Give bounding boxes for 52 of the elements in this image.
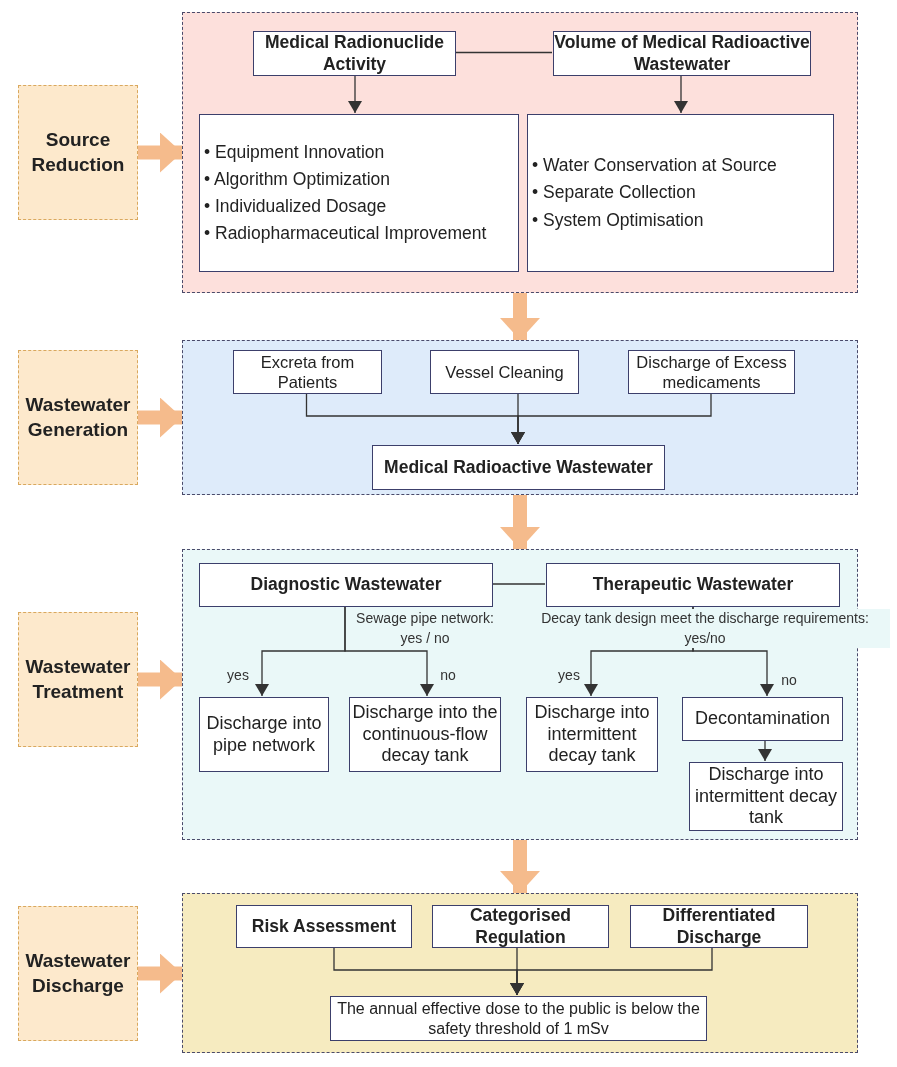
arrow — [758, 739, 772, 762]
arrow — [510, 946, 713, 996]
process-box: Decontamination — [682, 697, 843, 741]
bullet-item: • Radiopharmaceutical Improvement — [204, 222, 487, 246]
process-box: The annual effective dose to the public is below the safety threshold of 1 mSv — [330, 996, 707, 1041]
process-box: Discharge into the continuous-flow decay tank — [349, 697, 501, 772]
bullet-list-box — [199, 114, 519, 272]
process-box: Discharge into pipe network — [199, 697, 329, 772]
edge-label: yes — [558, 667, 580, 683]
block-arrow — [138, 659, 182, 700]
block-arrow — [500, 495, 540, 549]
connector-line — [454, 51, 553, 54]
process-box: Diagnostic Wastewater — [199, 563, 493, 607]
bullet-list-box — [527, 114, 834, 272]
arrow — [348, 74, 362, 114]
process-box: Excreta from Patients — [233, 350, 382, 394]
process-box: Differentiated Discharge — [630, 905, 808, 948]
process-box: Risk Assessment — [236, 905, 412, 948]
edge-label: no — [440, 667, 456, 683]
process-box: Volume of Medical Radioactive Wastewater — [553, 31, 811, 76]
process-box: Categorised Regulation — [432, 905, 609, 948]
block-arrow — [500, 293, 540, 340]
edge-label: no — [781, 672, 797, 688]
stage-panel — [182, 893, 858, 1053]
block-arrow — [138, 397, 182, 438]
stage-panel — [182, 340, 858, 495]
process-box: Vessel Cleaning — [430, 350, 579, 394]
stage-label-box: Source Reduction — [18, 85, 138, 220]
process-box: Discharge of Excess medicaments — [628, 350, 795, 394]
bullet-item: • Equipment Innovation — [204, 140, 386, 164]
block-arrow — [500, 840, 540, 893]
connector-line — [491, 583, 546, 585]
bullet-item: • Algorithm Optimization — [204, 167, 392, 191]
bullet-item: • System Optimisation — [532, 208, 705, 232]
bullet-item: • Individualized Dosage — [204, 195, 388, 218]
process-box: Therapeutic Wastewater — [546, 563, 840, 607]
block-arrow — [138, 953, 182, 994]
arrow — [344, 605, 434, 697]
arrow — [674, 74, 688, 114]
stage-label-box: Wastewater Generation — [18, 350, 138, 485]
stage-label-box: Wastewater Treatment — [18, 612, 138, 747]
block-arrow — [138, 132, 182, 173]
process-box: Discharge into intermittent decay tank — [689, 762, 843, 831]
stage-panel — [182, 12, 858, 293]
process-box: Discharge into intermittent decay tank — [526, 697, 658, 772]
process-box: Medical Radionuclide Activity — [253, 31, 456, 76]
bullet-item: • Separate Collection — [532, 181, 697, 205]
process-box: Medical Radioactive Wastewater — [372, 445, 665, 490]
edge-label: yes — [227, 667, 249, 683]
bullet-item: • Water Conservation at Source — [532, 154, 777, 178]
stage-label-box: Wastewater Discharge — [18, 906, 138, 1041]
arrow — [511, 392, 712, 445]
